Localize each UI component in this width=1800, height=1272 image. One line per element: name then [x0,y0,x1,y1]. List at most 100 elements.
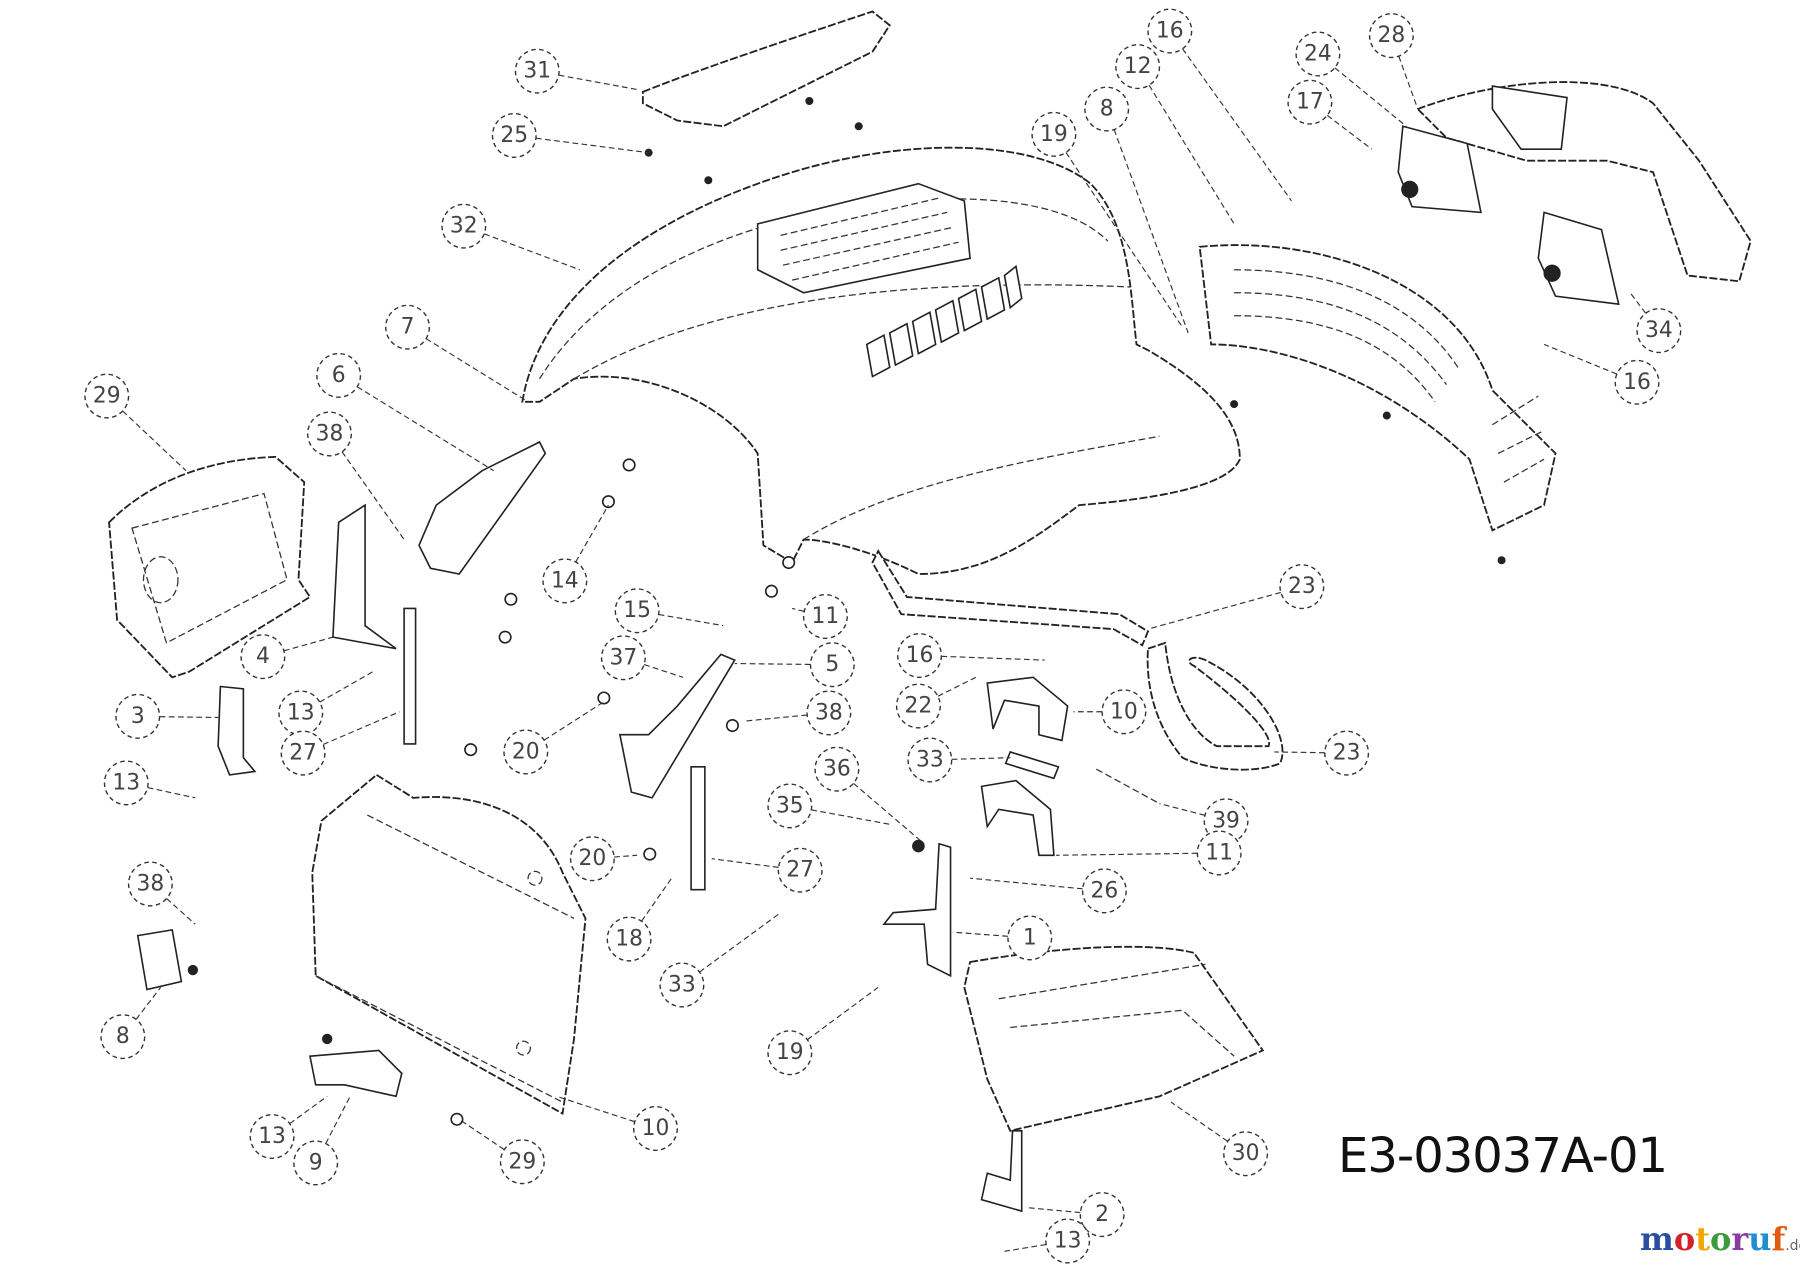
side-panel-right [963,945,1265,1132]
callout-number: 18 [615,927,643,952]
callout-circle [806,690,852,736]
callout-number: 38 [137,871,165,896]
callout-21: 20 [569,836,638,882]
callout-5: 38 [306,411,405,540]
callout-circle [1079,1192,1125,1238]
callout-22: 27 [711,847,823,893]
callout-number: 37 [609,645,637,670]
bracket-10 [986,676,1069,742]
callout-circle [1614,359,1660,405]
leader-line [1398,55,1419,110]
watermark-letter: t [1695,1220,1710,1258]
callout-circle [514,48,560,94]
callout-41: 39 [1159,798,1249,844]
leader-line [643,664,684,678]
leader-line [1065,152,1183,328]
callout-number: 11 [812,604,840,629]
leader-line [853,782,925,845]
leader-line [147,786,196,799]
front-panel-plate [311,773,587,1116]
callout-circle [240,634,286,680]
leader-line [970,877,1083,890]
leader-line [325,1096,351,1144]
callout-number: 10 [642,1116,670,1141]
callout-circle [127,861,173,907]
callout-number: 31 [523,59,551,84]
callout-number: 38 [316,421,344,446]
callout-16: 27 [280,711,400,776]
callout-number: 16 [906,643,934,668]
callout-20: 35 [767,783,890,829]
callout-circle [767,1030,813,1076]
callout-7: 14 [542,504,609,604]
callout-circle [503,729,549,775]
leader-line [1274,751,1325,754]
leader-line [951,757,1011,760]
callout-number: 23 [1288,574,1316,599]
front-grille [1198,244,1557,532]
callout-number: 27 [289,741,317,766]
callout-number: 1 [1023,925,1037,950]
leader-line [937,676,977,697]
callout-circle [614,588,660,634]
callout-number: 5 [825,652,839,677]
callout-circle [385,304,431,350]
callout-number: 6 [332,363,346,388]
callout-34: 2 [1027,1192,1125,1238]
watermark-logo: motoruf.de [1640,1220,1800,1258]
leader-line [1334,67,1407,127]
rod-39 [1096,768,1160,805]
hinge-9 [308,1049,403,1098]
callout-11: 37 [600,635,684,681]
callout-number: 3 [131,704,145,729]
callout-number: 26 [1091,878,1119,903]
callout-50: 28 [1368,13,1419,110]
spring-33 [1004,750,1060,780]
callout-number: 27 [786,858,814,883]
callout-number: 13 [287,700,315,725]
callout-number: 33 [916,747,944,772]
callout-circle [1031,111,1077,157]
leader-line [1004,1243,1047,1252]
headlight-left [1397,125,1482,214]
callout-number: 33 [668,972,696,997]
leader-line [1543,343,1618,375]
callout-number: 13 [258,1124,286,1149]
callout-number: 38 [815,700,843,725]
callout-1: 25 [491,112,649,158]
callout-circle [249,1114,295,1160]
leader-line [558,74,638,91]
callout-51: 17 [1287,79,1373,150]
callout-24: 18 [606,877,673,962]
callout-circle [600,635,646,681]
callout-49: 24 [1295,31,1407,127]
callout-47: 8 [1084,86,1189,334]
callout-number: 8 [1100,97,1114,122]
callout-17: 20 [503,702,604,775]
callout-number: 36 [823,757,851,782]
callout-number: 9 [309,1150,323,1175]
callout-number: 20 [512,739,540,764]
callout-29: 13 [249,1095,328,1160]
leader-line [283,636,334,652]
leader-line [122,410,187,472]
callout-circle [115,693,161,739]
callout-18: 13 [103,760,196,806]
callout-number: 20 [578,846,606,871]
callout-circle [814,746,860,792]
callout-45: 16 [1147,8,1292,202]
bracket-1 [882,842,952,978]
callout-number: 2 [1095,1202,1109,1227]
hinge-5 [618,653,736,799]
leader-line [1147,591,1281,630]
headlight-right [1537,211,1620,306]
callout-circle [103,760,149,806]
callout-circle [293,1140,339,1186]
leader-line [166,898,196,925]
leader-line [952,931,1009,937]
leader-line [322,711,400,746]
callout-10: 4 [240,634,334,680]
leader-line [1170,1101,1228,1142]
leader-line [484,233,580,271]
